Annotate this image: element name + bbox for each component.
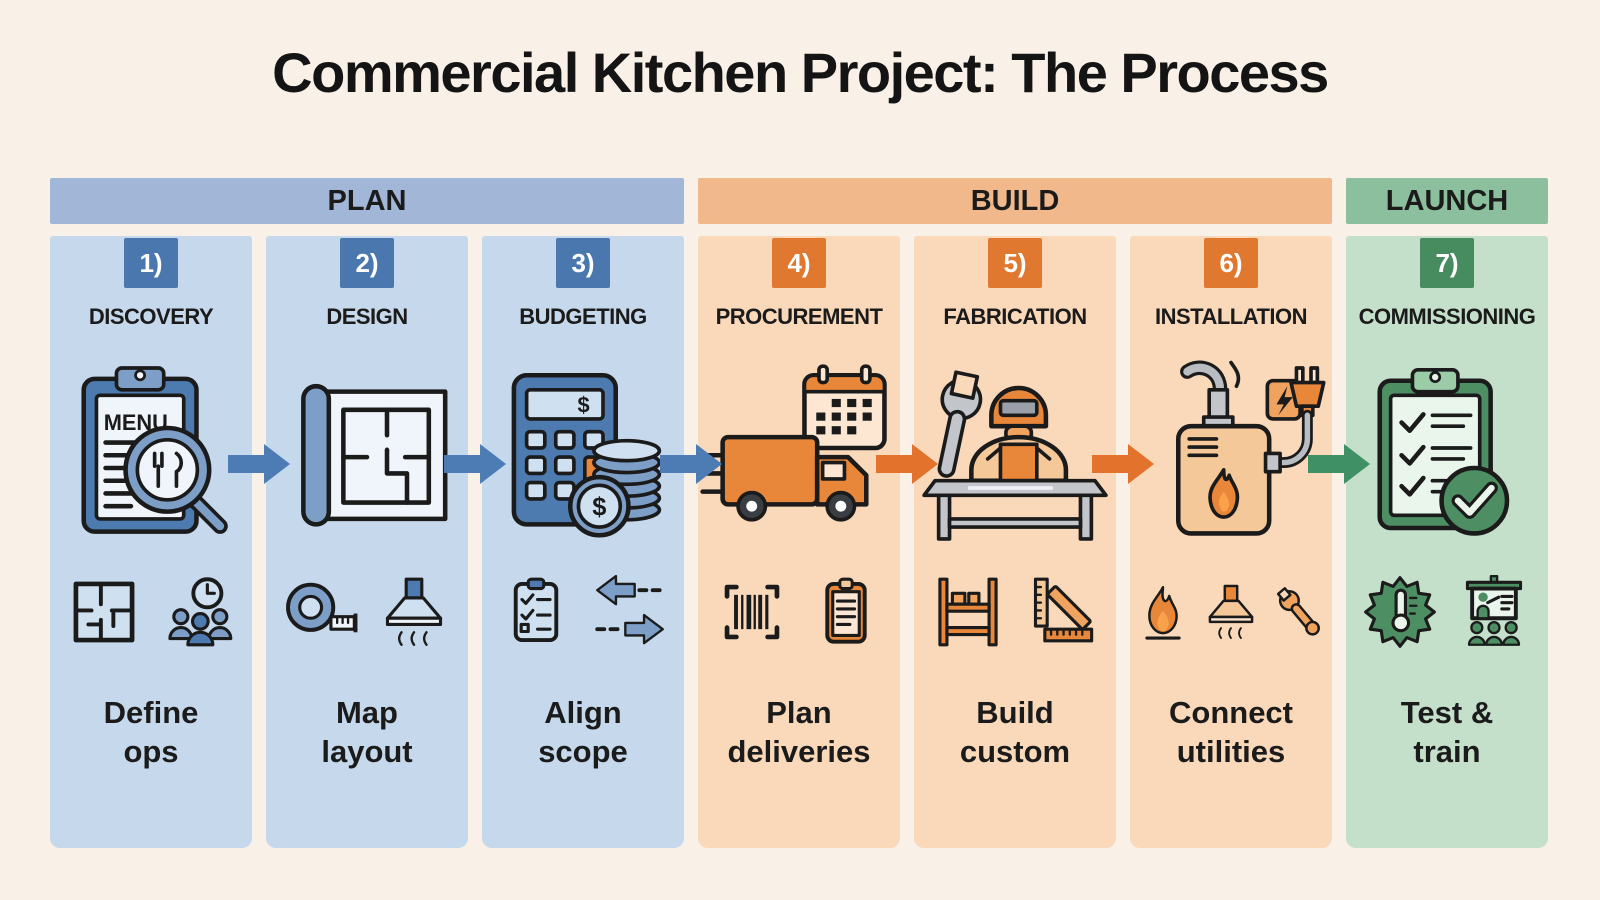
- fabrication-sub-icons: [929, 568, 1101, 660]
- flow-arrow-2: [444, 444, 506, 484]
- stage-budgeting: 3) BUDGETING $: [482, 236, 684, 848]
- heater-plug-utilities-icon: [1131, 344, 1331, 552]
- flow-arrow-4: [876, 444, 938, 484]
- stage-procurement: 4) PROCUREMENT: [698, 236, 900, 848]
- checklist-approved-icon: [1347, 344, 1547, 552]
- team-clock-icon: [159, 573, 237, 656]
- exhaust-hood-icon: [375, 573, 453, 656]
- angle-ruler-icon: [1023, 573, 1101, 656]
- installation-sub-icons: [1132, 568, 1330, 660]
- stage-number-badge: 4): [772, 238, 826, 288]
- wrench-icon: [1268, 581, 1330, 648]
- phase-band-launch: LAUNCH: [1346, 178, 1548, 224]
- stage-name: DESIGN: [326, 304, 408, 329]
- discovery-sub-icons: [65, 568, 237, 660]
- stage-name: FABRICATION: [943, 304, 1087, 329]
- stage-name: BUDGETING: [519, 304, 647, 329]
- flame-icon: [1132, 581, 1194, 648]
- flow-arrow-6: [1308, 444, 1370, 484]
- stage-name: DISCOVERY: [88, 304, 214, 329]
- stage-caption: Test &train: [1400, 695, 1494, 769]
- shelf-rack-icon: [929, 573, 1007, 656]
- page-title: Commercial Kitchen Project: The Process: [272, 41, 1329, 104]
- procurement-sub-icons: [713, 568, 885, 660]
- design-sub-icons: [281, 568, 453, 660]
- blueprint-floorplan-icon: [267, 344, 467, 552]
- phase-band-plan: PLAN: [50, 178, 684, 224]
- stage-number-badge: 7): [1420, 238, 1474, 288]
- commissioning-sub-icons: [1361, 568, 1533, 660]
- stage-number-badge: 2): [340, 238, 394, 288]
- flow-arrow-3: [660, 444, 722, 484]
- checklist-icon: [497, 573, 575, 656]
- menu-audit-magnifier-icon: MENU: [51, 344, 251, 552]
- thermometer-badge-icon: [1361, 573, 1439, 656]
- stage-number-badge: 1): [124, 238, 178, 288]
- stage-commissioning: 7) COMMISSIONING: [1346, 236, 1548, 848]
- stage-columns: 1) DISCOVERY MENU: [50, 236, 1548, 848]
- training-presentation-icon: [1455, 573, 1533, 656]
- phase-bands: PLAN BUILD LAUNCH: [50, 178, 1548, 224]
- welder-worktable-icon: [915, 344, 1115, 552]
- stage-number-badge: 5): [988, 238, 1042, 288]
- calculator-coins-icon: $ $: [483, 344, 683, 552]
- svg-text:$: $: [578, 393, 590, 418]
- stage-design: 2) DESIGN: [266, 236, 468, 848]
- stage-name: PROCUREMENT: [715, 304, 883, 329]
- flow-arrow-5: [1092, 444, 1154, 484]
- exchange-arrows-icon: [591, 573, 669, 656]
- svg-text:$: $: [592, 493, 606, 521]
- barcode-icon: [713, 573, 791, 656]
- stage-name: INSTALLATION: [1154, 304, 1308, 329]
- flow-arrow-1: [228, 444, 290, 484]
- stage-name: COMMISSIONING: [1358, 304, 1536, 329]
- budgeting-sub-icons: [497, 568, 669, 660]
- stage-discovery: 1) DISCOVERY MENU: [50, 236, 252, 848]
- stage-installation: 6) INSTALLATION: [1130, 236, 1332, 848]
- delivery-truck-calendar-icon: [699, 344, 899, 552]
- stage-number-badge: 3): [556, 238, 610, 288]
- order-clipboard-icon: [807, 573, 885, 656]
- stage-number-badge: 6): [1204, 238, 1258, 288]
- phase-band-build: BUILD: [698, 178, 1332, 224]
- stage-fabrication: 5) FABRICATION: [914, 236, 1116, 848]
- floor-plan-icon: [65, 573, 143, 656]
- tape-measure-icon: [281, 573, 359, 656]
- hood-icon: [1200, 581, 1262, 648]
